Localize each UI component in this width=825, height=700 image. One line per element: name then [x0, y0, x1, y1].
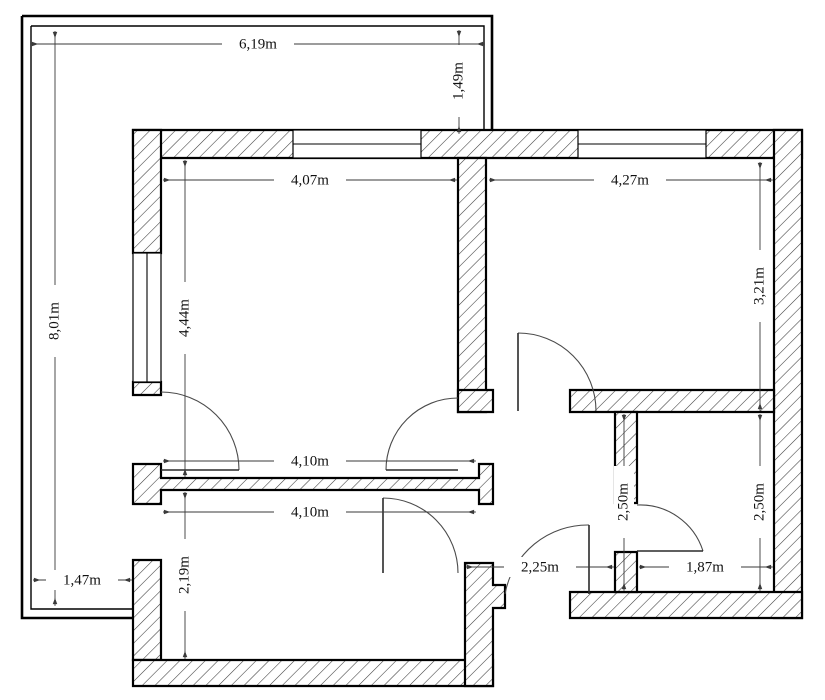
wall-bottom-right-wing — [568, 590, 804, 620]
dim-overall-width: 6,19m — [31, 34, 485, 54]
dim-left-room-height: 4,44m — [175, 160, 195, 477]
window-left-wall — [132, 252, 162, 383]
dim-label-top-right-offset: 1,49m — [450, 62, 466, 100]
dim-label-left-room-width: 4,07m — [291, 172, 329, 188]
dim-label-overall-height: 8,01m — [46, 302, 62, 340]
door-right-room — [517, 332, 597, 412]
wall-stub-left-room-right — [456, 388, 495, 414]
wall-divider-lower — [613, 550, 639, 594]
outer-reference-frame — [20, 14, 494, 620]
dim-right-room-height: 3,21m — [750, 162, 770, 411]
dim-right-room-width: 4,27m — [489, 170, 773, 190]
door-small-room — [636, 504, 704, 552]
dim-label-corridor-lower: 4,10m — [291, 504, 329, 520]
dim-label-small-room-height-left: 2,50m — [615, 483, 631, 521]
dim-label-hall-width: 2,25m — [521, 559, 559, 575]
dim-label-right-room-width: 4,27m — [611, 172, 649, 188]
wall-corridor — [131, 462, 495, 506]
dim-label-small-room-height-right: 2,50m — [751, 483, 767, 521]
dim-label-small-room-width: 1,87m — [686, 559, 724, 575]
wall-right-room-bottom — [568, 388, 776, 414]
dim-small-room-height-right: 2,50m — [750, 414, 770, 591]
windows-top-wall — [292, 129, 707, 159]
dim-label-bottom-room-height: 2,19m — [176, 556, 192, 594]
dim-corridor-lower: 4,10m — [163, 502, 476, 522]
dim-label-overall-width: 6,19m — [239, 36, 277, 52]
dim-top-right-offset: 1,49m — [449, 30, 484, 134]
dim-label-left-room-height: 4,44m — [176, 299, 192, 337]
dim-bottom-room-height: 2,19m — [175, 492, 195, 659]
dim-left-room-width: 4,07m — [163, 170, 457, 190]
dim-small-room-height-left: 2,50m — [614, 414, 634, 591]
wall-right-exterior — [772, 128, 804, 620]
dim-bottom-left-offset: 1,47m — [33, 570, 132, 590]
dimension-annotations: 6,19m 8,01m 1,49m 4,07m 4,27m — [31, 30, 773, 659]
wall-left-upper — [131, 128, 163, 255]
wall-bottom-room-left — [131, 558, 163, 662]
dim-corridor-upper: 4,10m — [163, 451, 476, 471]
door-upper-left-room-left — [160, 391, 240, 471]
dim-overall-height: 8,01m — [45, 31, 65, 606]
wall-bottom-room-right — [463, 561, 507, 688]
dim-label-right-room-height: 3,21m — [751, 267, 767, 305]
wall-left-lower-upper — [131, 380, 163, 397]
window-top-right — [577, 129, 707, 159]
window-top-left — [292, 129, 422, 159]
wall-central-vertical — [456, 156, 488, 414]
dim-hall-width: 2,25m — [466, 557, 614, 577]
dim-small-room-width: 1,87m — [639, 557, 773, 577]
door-hall-entry — [504, 524, 590, 595]
wall-bottom-room-bottom — [131, 658, 495, 688]
door-upper-left-room-right — [385, 397, 459, 471]
dim-label-corridor-upper: 4,10m — [291, 453, 329, 469]
building-walls — [131, 128, 804, 688]
dim-label-bottom-left-offset: 1,47m — [63, 572, 101, 588]
doors — [160, 332, 704, 595]
